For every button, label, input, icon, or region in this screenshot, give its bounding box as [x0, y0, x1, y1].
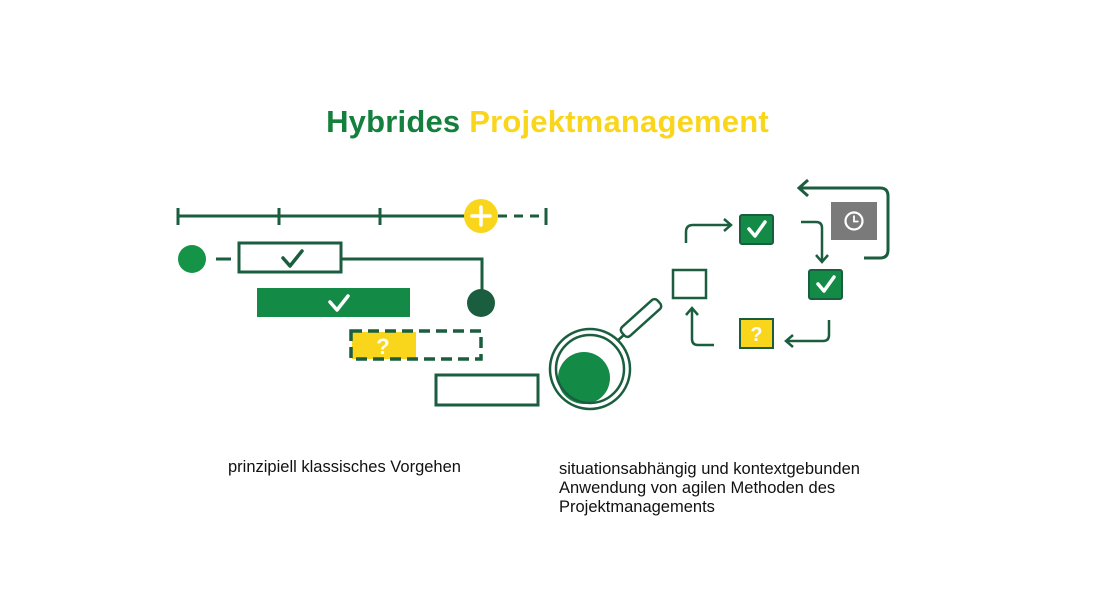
- cycle-item-check-2: [808, 269, 843, 300]
- caption-agile-line-1: situationsabhängig und kontextgebunden: [559, 460, 860, 478]
- check-icon: [328, 294, 350, 312]
- check-icon: [747, 220, 767, 238]
- end-node-icon: [467, 289, 495, 317]
- magnifier-icon: [548, 297, 663, 411]
- agile-cycle: ?: [671, 178, 890, 349]
- caption-agile-line-3: Projektmanagements: [559, 498, 715, 516]
- timeline: [176, 208, 548, 225]
- check-icon: [816, 275, 836, 293]
- caption-agile-line-2: Anwendung von agilen Methoden des: [559, 479, 836, 497]
- title-projektmanagement: Projektmanagement: [469, 104, 769, 139]
- title-hybrides: Hybrides: [326, 104, 461, 139]
- caption-agile: situationsabhängig und kontextgebunden A…: [559, 460, 899, 517]
- page-title: Hybrides Projektmanagement: [0, 104, 1095, 140]
- cycle-item-clock: [831, 202, 877, 240]
- task-dashed-question: ?: [349, 329, 483, 361]
- task-filled-check: [257, 288, 410, 317]
- question-icon: ?: [376, 334, 389, 359]
- caption-classic: prinzipiell klassisches Vorgehen: [228, 458, 461, 476]
- clock-icon: [844, 211, 864, 231]
- cycle-item-empty: [671, 268, 708, 300]
- cycle-item-check-1: [739, 214, 774, 245]
- task-outlined-empty: [434, 373, 540, 407]
- task-outlined-check: [237, 241, 343, 274]
- cycle-item-question: ?: [739, 318, 774, 349]
- plus-icon: [464, 199, 498, 233]
- question-icon: ?: [750, 324, 762, 346]
- check-icon: [281, 249, 304, 268]
- start-node-icon: [178, 245, 206, 273]
